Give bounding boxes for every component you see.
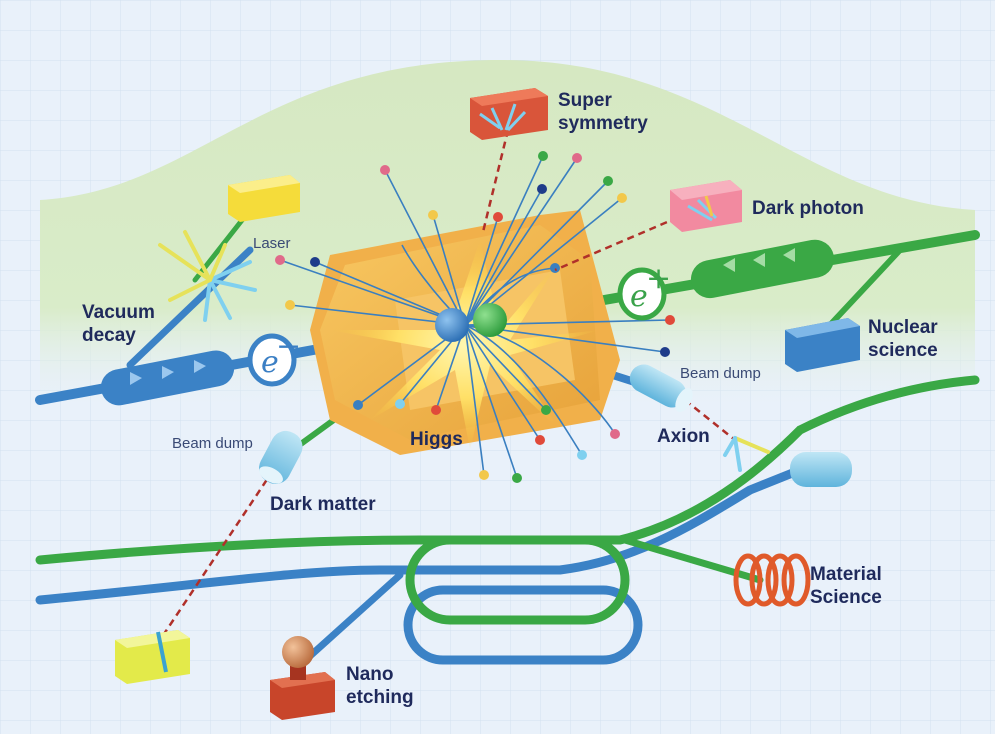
storage-ring-green	[405, 535, 630, 625]
label-nuclear-science-2: science	[868, 340, 938, 361]
label-nano-etching-2: etching	[346, 687, 414, 708]
axion-flash	[723, 436, 770, 472]
positron-badge: e +	[617, 261, 671, 321]
label-super-symmetry-1: Super	[558, 90, 612, 111]
beam-dump-left-cylinder	[259, 430, 303, 484]
positron-bunch	[473, 303, 507, 337]
label-material-science-1: Material	[810, 564, 882, 585]
beam-dump-right-cylinder	[629, 364, 693, 412]
label-material-science-2: Science	[810, 587, 882, 608]
label-nano-etching-1: Nano	[346, 664, 394, 685]
label-super-symmetry-2: symmetry	[558, 113, 648, 134]
super-symmetry-box	[470, 88, 548, 140]
dark-photon-box	[670, 180, 742, 232]
label-higgs: Higgs	[410, 429, 463, 450]
electron-badge: e −	[247, 329, 301, 387]
lower-beamlines	[35, 375, 980, 669]
label-beam-dump-right: Beam dump	[680, 365, 761, 382]
svg-text:+: +	[646, 261, 671, 296]
label-vacuum-decay-1: Vacuum	[82, 302, 155, 323]
collision-burst	[330, 240, 600, 450]
label-dark-photon: Dark photon	[752, 198, 864, 219]
svg-text:e: e	[261, 345, 279, 380]
label-beam-dump-left: Beam dump	[172, 435, 253, 452]
vacuum-decay-burst	[158, 230, 257, 322]
track-endpoints	[275, 151, 675, 483]
storage-ring-blue	[403, 585, 643, 665]
svg-text:e: e	[630, 279, 648, 314]
nano-etching-apparatus	[270, 636, 335, 720]
laser-box	[228, 175, 300, 222]
label-vacuum-decay-2: decay	[82, 325, 136, 346]
label-laser: Laser	[253, 235, 291, 252]
material-science-coil	[733, 553, 811, 607]
nuclear-science-box	[785, 318, 860, 372]
dark-matter-box	[115, 630, 190, 684]
label-axion: Axion	[657, 426, 710, 447]
label-dark-matter: Dark matter	[270, 494, 376, 515]
positron-linac	[690, 239, 835, 299]
label-nuclear-science-1: Nuclear	[868, 317, 938, 338]
svg-text:−: −	[276, 329, 301, 364]
storage-cylinder	[790, 452, 852, 487]
electron-bunch	[435, 308, 469, 342]
